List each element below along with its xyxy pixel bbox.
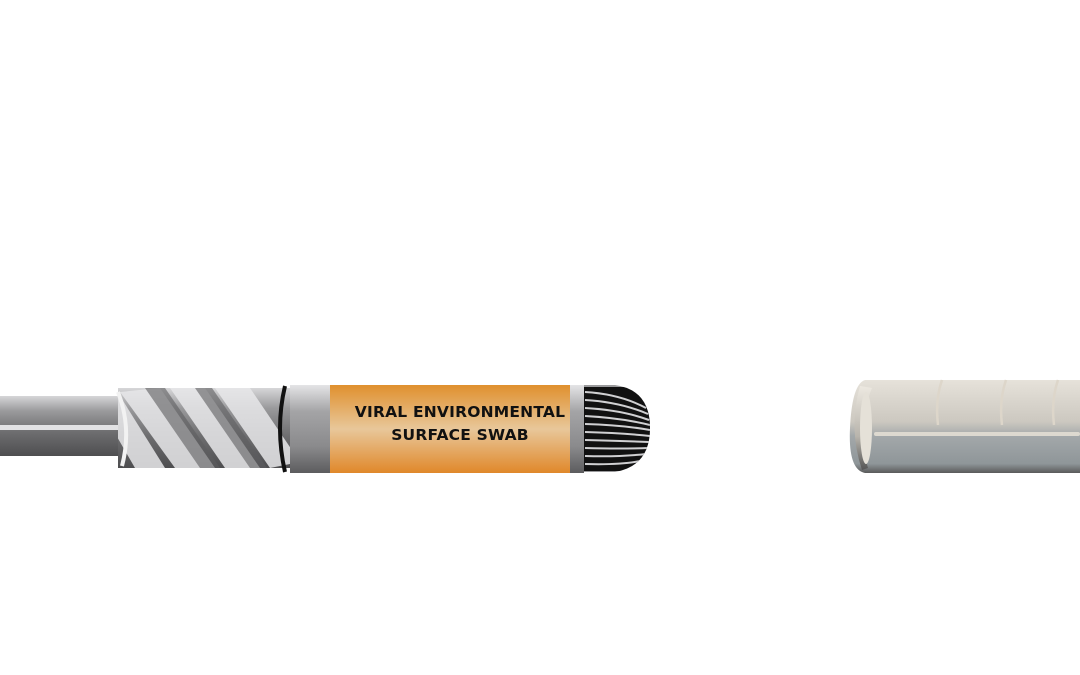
swab-spiral-grip xyxy=(116,385,298,473)
swab-collar xyxy=(290,385,332,473)
label-line-2: SURFACE SWAB xyxy=(391,426,529,444)
swab-shaft xyxy=(0,396,130,456)
swab-tube xyxy=(849,379,1080,473)
label-line-1: VIRAL ENVIRONMENTAL xyxy=(355,403,565,421)
swab-label: VIRAL ENVIRONMENTAL SURFACE SWAB xyxy=(330,385,572,473)
swab-tip xyxy=(570,385,650,473)
